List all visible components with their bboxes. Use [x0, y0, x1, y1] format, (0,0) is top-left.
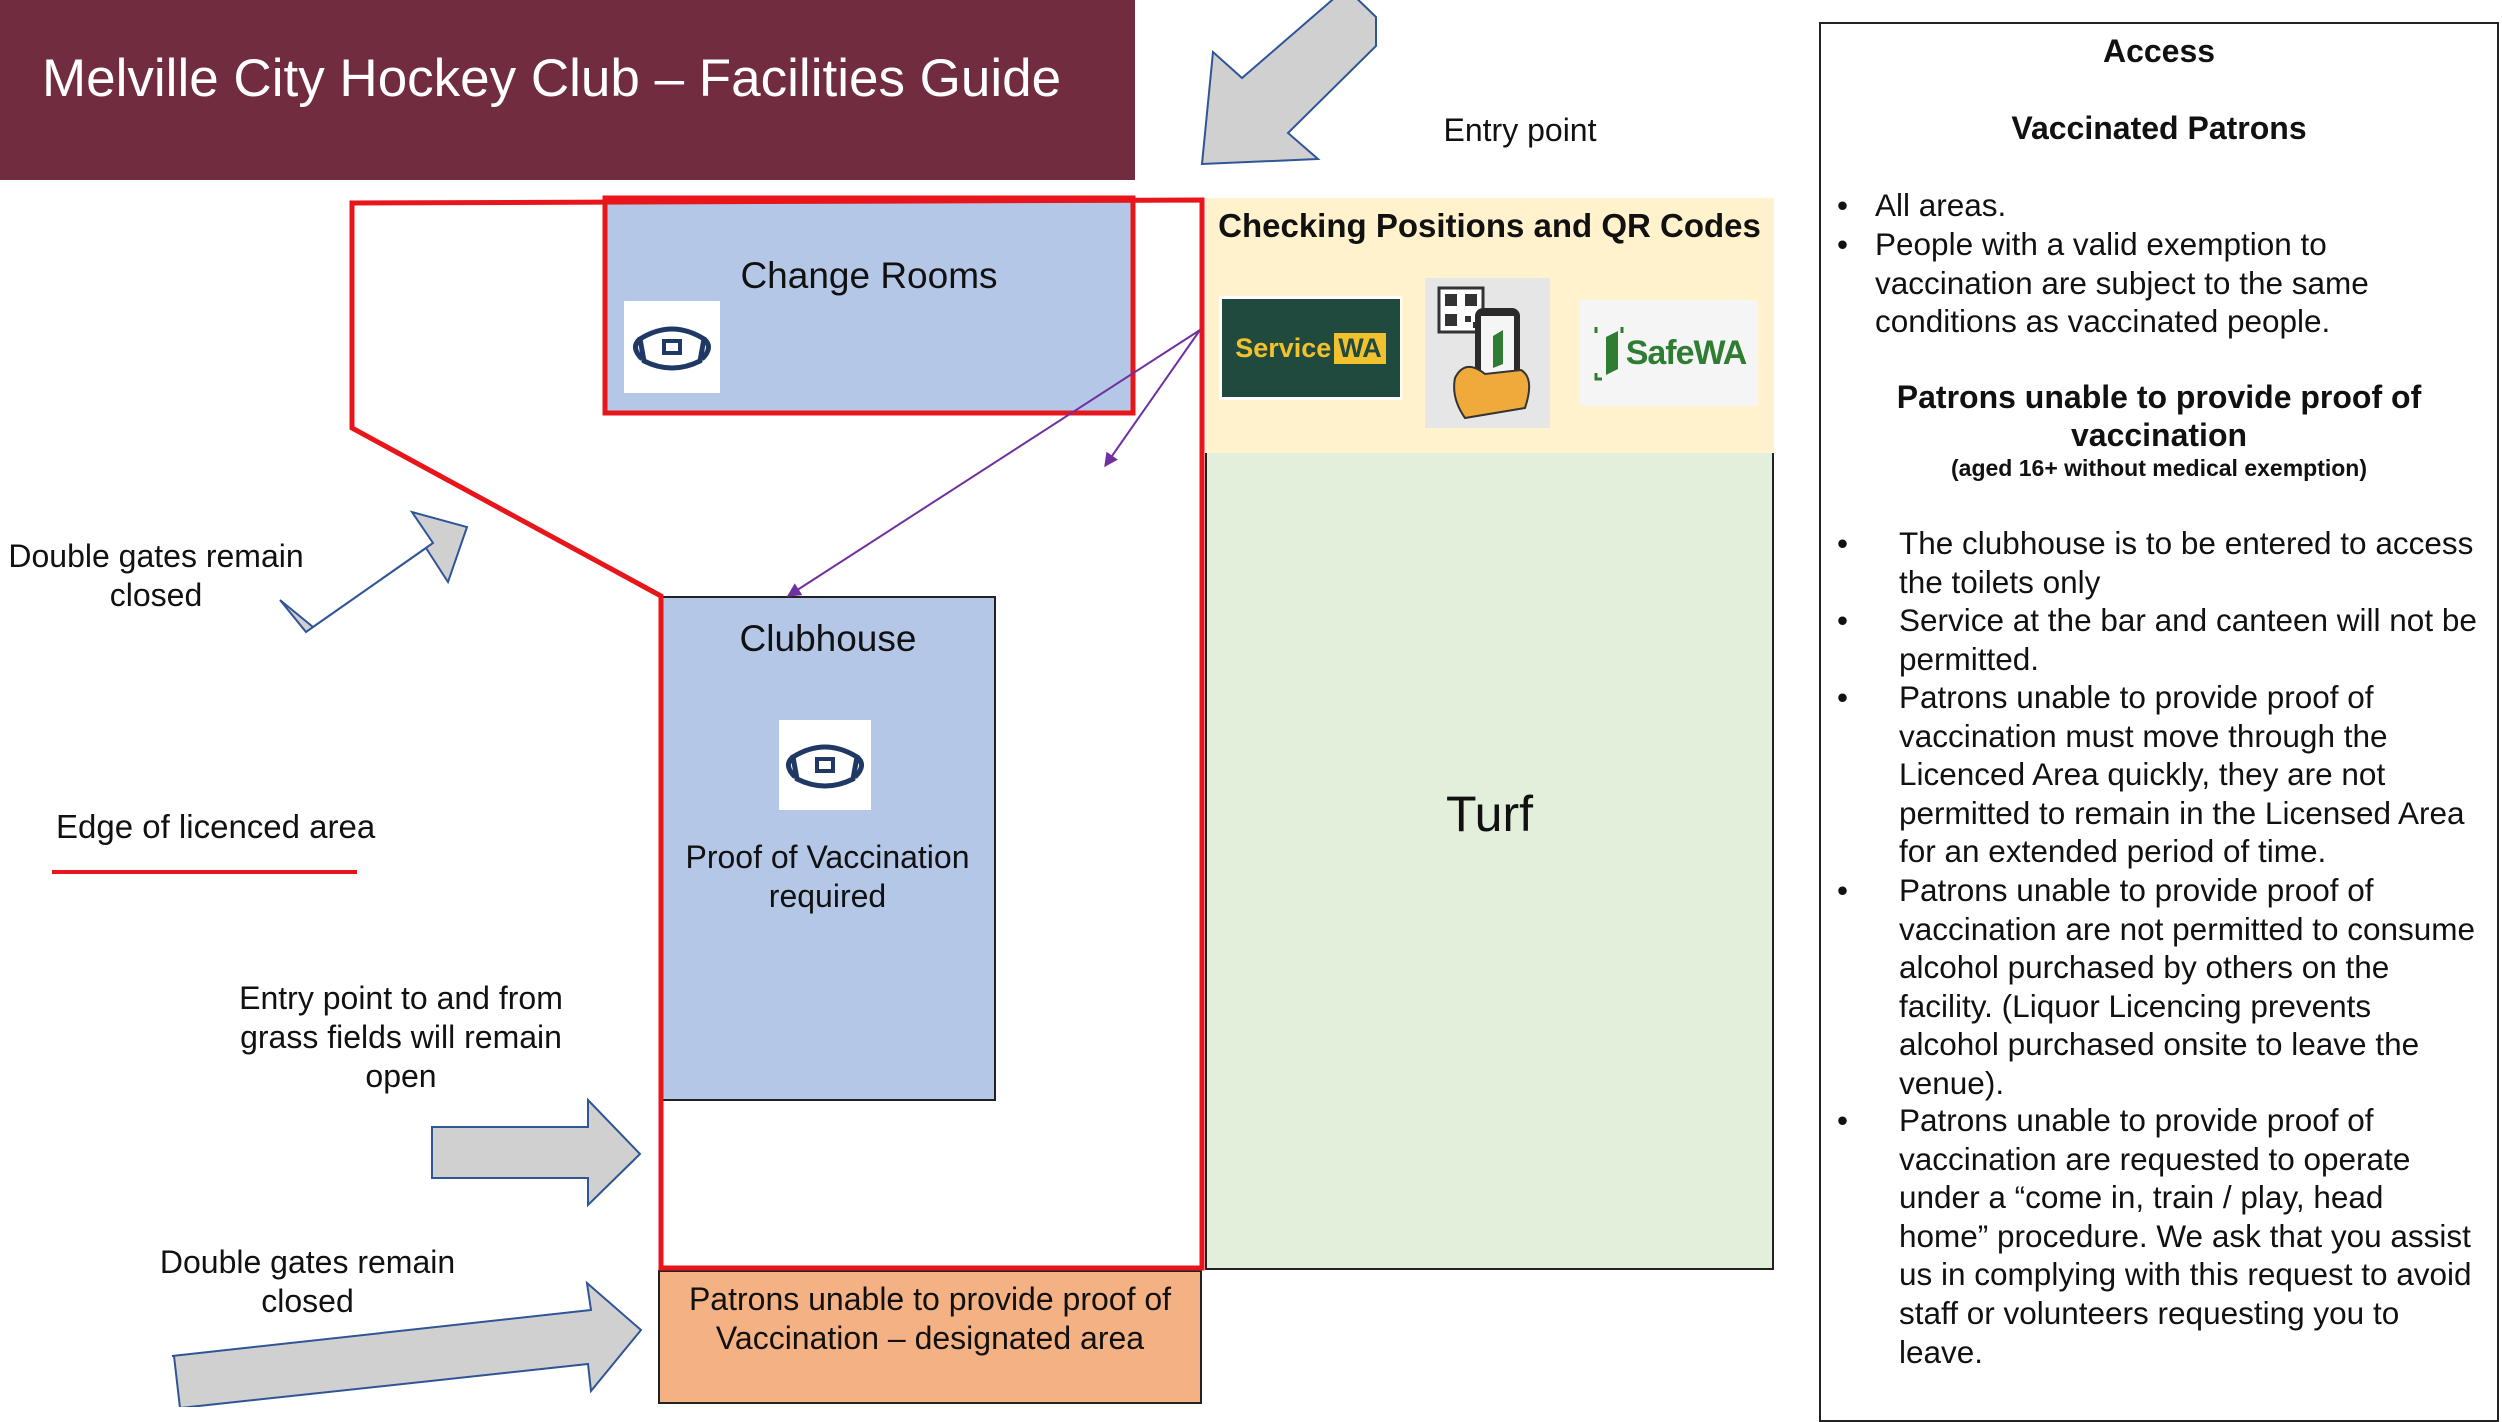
face-mask-icon	[633, 326, 711, 371]
unvaccinated-bullet: • Service at the bar and canteen will no…	[1837, 602, 2477, 677]
unvaccinated-bullet: • Patrons unable to provide proof of vac…	[1837, 872, 2476, 1101]
title-banner	[0, 0, 1135, 180]
mask-icon-clubhouse	[779, 720, 871, 810]
licence-edge-legend-line	[52, 870, 357, 874]
arrow-grass-entry	[431, 1097, 642, 1208]
clubhouse-label: Clubhouse	[739, 618, 917, 659]
designated-area-box	[658, 1270, 1202, 1404]
qr-code-phone-icon	[1437, 286, 1531, 420]
safewa-shape-icon	[1594, 327, 1624, 381]
designated-area-label: Patrons unable to provide proof of Vacci…	[688, 1281, 1172, 1356]
wa-text: WA	[1334, 332, 1386, 364]
mask-icon-change-rooms	[624, 301, 720, 393]
safewa-text: SafeWA	[1625, 333, 1748, 372]
qr-phone-logo	[1425, 278, 1550, 428]
pointer-to-change-area	[1104, 329, 1201, 468]
arrow-entry-top	[1200, 0, 1377, 166]
turf-label: Turf	[1445, 786, 1534, 842]
page-title: Melville City Hockey Club – Facilities G…	[42, 49, 1062, 108]
access-panel	[1819, 22, 2499, 1422]
arrow-double-gates-lower	[171, 1280, 643, 1407]
change-rooms-label: Change Rooms	[740, 255, 998, 296]
arrow-double-gates-upper	[279, 510, 469, 634]
face-mask-icon	[786, 744, 864, 789]
checking-positions-title: Checking Positions and QR Codes	[1218, 207, 1761, 244]
unvaccinated-bullet: • The clubhouse is to be entered to acce…	[1837, 525, 2474, 600]
licence-edge-legend-label: Edge of licenced area	[56, 808, 376, 845]
unvaccinated-subheading: (aged 16+ without medical exemption)	[1951, 455, 2367, 481]
unvaccinated-heading: Patrons unable to provide proof of vacci…	[1896, 379, 2422, 453]
clubhouse-note: Proof of Vaccination required	[685, 839, 970, 914]
entry-point-top-label: Entry point	[1443, 112, 1597, 148]
licensed-area-boundary	[349, 197, 1205, 1271]
service-wa-logo: Service WA	[1219, 296, 1402, 400]
service-text: Service	[1235, 332, 1332, 363]
double-gates-lower-label: Double gates remain closed	[159, 1244, 456, 1319]
turf-area	[1205, 453, 1774, 1270]
pointer-to-clubhouse	[786, 329, 1201, 597]
vaccinated-bullet: • People with a valid exemption to vacci…	[1837, 226, 2369, 340]
safewa-logo: SafeWA	[1580, 300, 1758, 406]
unvaccinated-bullet: • Patrons unable to provide proof of vac…	[1837, 679, 2465, 870]
access-heading: Access	[2102, 33, 2216, 69]
change-rooms-boundary	[602, 195, 1136, 416]
double-gates-upper-label: Double gates remain closed	[8, 538, 304, 613]
vaccinated-heading: Vaccinated Patrons	[2011, 110, 2307, 146]
entry-point-grass-label: Entry point to and from grass fields wil…	[239, 980, 563, 1094]
clubhouse-box	[660, 596, 996, 1101]
unvaccinated-bullet: • Patrons unable to provide proof of vac…	[1837, 1102, 2472, 1370]
vaccinated-bullet: • All areas.	[1837, 187, 2007, 223]
